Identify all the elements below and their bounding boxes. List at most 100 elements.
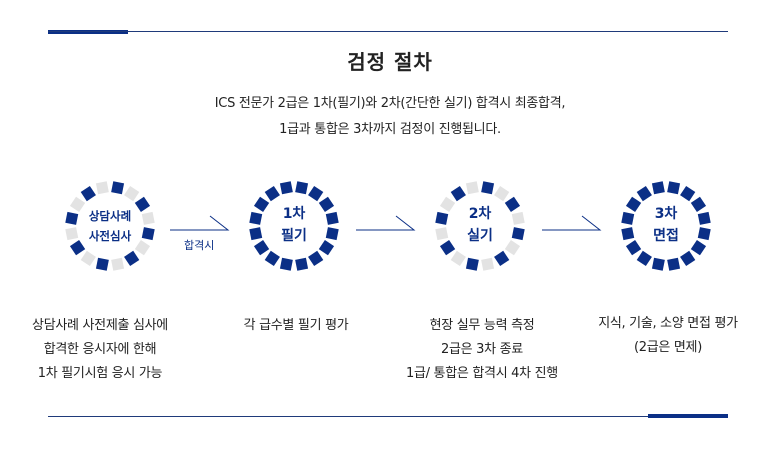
ring-segment-filled <box>651 181 665 195</box>
ring-segment-empty <box>69 196 86 212</box>
ring-segment-filled <box>494 250 510 267</box>
step-line-1: 상담사례 <box>88 208 132 223</box>
ring-segment-empty <box>450 250 466 267</box>
ring-segment-filled <box>511 227 525 241</box>
step-interview: 3차 면접 <box>618 178 714 274</box>
description-line: 1급/ 통합은 합격시 4차 진행 <box>406 366 558 381</box>
ring-segment-filled <box>667 181 681 195</box>
progress-ring-icon <box>65 181 155 271</box>
description-line: 합격한 응시자에 한해 <box>43 342 157 357</box>
ring-segment-empty <box>504 240 521 256</box>
ring-segment-filled <box>253 240 270 256</box>
step-line-2: 필기 <box>281 228 307 244</box>
step-description-screening: 상담사례 사전제출 심사에 합격한 응시자에 한해 1차 필기시험 응시 가능 <box>0 314 200 386</box>
bottom-accent-bar <box>648 414 728 418</box>
ring-segment-filled <box>141 227 155 241</box>
ring-segment-filled <box>308 250 324 267</box>
ring-segment-filled <box>504 196 521 212</box>
ring-segment-empty <box>95 181 109 195</box>
ring-segment-filled <box>625 240 642 256</box>
step-line-1: 3차 <box>654 206 678 223</box>
ring-segment-filled <box>69 240 86 256</box>
ring-segment-filled <box>264 185 280 202</box>
arrow-connector-icon <box>170 215 230 231</box>
ring-segment-filled <box>80 185 96 202</box>
ring-segment-filled <box>325 211 339 225</box>
ring-segment-filled <box>318 196 335 212</box>
step-description-interview: 지식, 기술, 소양 면접 평가 (2급은 면제) <box>568 312 768 360</box>
ring-segment-filled <box>264 250 280 267</box>
ring-segment-filled <box>65 211 79 225</box>
step-line-2: 면접 <box>653 228 679 244</box>
ring-segment-filled <box>651 257 665 271</box>
top-rule <box>48 31 728 32</box>
ring-segment-filled <box>318 240 335 256</box>
ring-segment-filled <box>253 196 270 212</box>
ring-segment-filled <box>134 196 151 212</box>
ring-segment-filled <box>625 196 642 212</box>
step-screening: 상담사례 사전심사 <box>62 178 158 274</box>
ring-segment-filled <box>680 250 696 267</box>
ring-segment-filled <box>680 185 696 202</box>
description-line: 현장 실무 능력 측정 <box>429 318 535 333</box>
ring-segment-filled <box>325 227 339 241</box>
arrow-connector-icon <box>542 215 602 231</box>
ring-segment-empty <box>65 227 79 241</box>
ring-segment-empty <box>124 185 140 202</box>
ring-segment-filled <box>249 227 263 241</box>
ring-segment-empty <box>134 240 151 256</box>
ring-segment-filled <box>636 250 652 267</box>
description-line: (2급은 면제) <box>634 340 702 355</box>
ring-segment-empty <box>439 196 456 212</box>
ring-segment-filled <box>439 240 456 256</box>
ring-segment-filled <box>621 227 635 241</box>
description-line: 상담사례 사전제출 심사에 <box>32 318 168 333</box>
ring-segment-empty <box>141 211 155 225</box>
progress-ring-icon <box>249 181 339 271</box>
ring-segment-filled <box>667 257 681 271</box>
ring-segment-filled <box>111 181 125 195</box>
ring-segment-filled <box>249 211 263 225</box>
progress-ring-icon <box>435 181 525 271</box>
description-line: 2급은 3차 종료 <box>441 342 523 357</box>
page-title: 검정 절차 <box>347 50 433 74</box>
step-line-2: 사전심사 <box>88 229 132 243</box>
ring-segment-empty <box>435 227 449 241</box>
step-practical: 2차 실기 <box>432 178 528 274</box>
ring-segment-filled <box>481 181 495 195</box>
step-written: 1차 필기 <box>246 178 342 274</box>
ring-segment-empty <box>80 250 96 267</box>
ring-segment-filled <box>95 257 109 271</box>
ring-segment-filled <box>697 211 711 225</box>
ring-segment-empty <box>111 257 125 271</box>
step-line-2: 실기 <box>467 228 493 244</box>
top-accent-bar <box>48 30 128 34</box>
ring-segment-filled <box>636 185 652 202</box>
description-line: 1차 필기시험 응시 가능 <box>37 366 163 381</box>
bottom-rule <box>48 416 728 417</box>
ring-segment-empty <box>465 181 479 195</box>
ring-segment-filled <box>621 211 635 225</box>
description-line: 지식, 기술, 소양 면접 평가 <box>598 316 738 331</box>
step-description-practical: 현장 실무 능력 측정 2급은 3차 종료 1급/ 통합은 합격시 4차 진행 <box>382 314 582 386</box>
progress-ring-icon <box>621 181 711 271</box>
ring-segment-empty <box>481 257 495 271</box>
ring-segment-empty <box>511 211 525 225</box>
ring-segment-empty <box>494 185 510 202</box>
ring-segment-filled <box>295 181 309 195</box>
step-line-1: 2차 <box>468 206 492 223</box>
ring-segment-filled <box>124 250 140 267</box>
description-line: 각 급수별 필기 평가 <box>243 318 349 333</box>
intro-line-2: 1급과 통합은 3차까지 검정이 진행됩니다. <box>279 122 501 137</box>
ring-segment-filled <box>279 257 293 271</box>
connector-label: 합격시 <box>184 239 215 252</box>
ring-segment-filled <box>450 185 466 202</box>
ring-segment-filled <box>690 240 707 256</box>
arrow-connector-icon <box>356 215 416 231</box>
step-line-1: 1차 <box>282 206 306 223</box>
step-description-written: 각 급수별 필기 평가 <box>196 314 396 338</box>
ring-segment-filled <box>308 185 324 202</box>
ring-segment-filled <box>295 257 309 271</box>
intro-line-1: ICS 전문가 2급은 1차(필기)와 2차(간단한 실기) 합격시 최종합격, <box>214 96 566 111</box>
ring-segment-filled <box>465 257 479 271</box>
